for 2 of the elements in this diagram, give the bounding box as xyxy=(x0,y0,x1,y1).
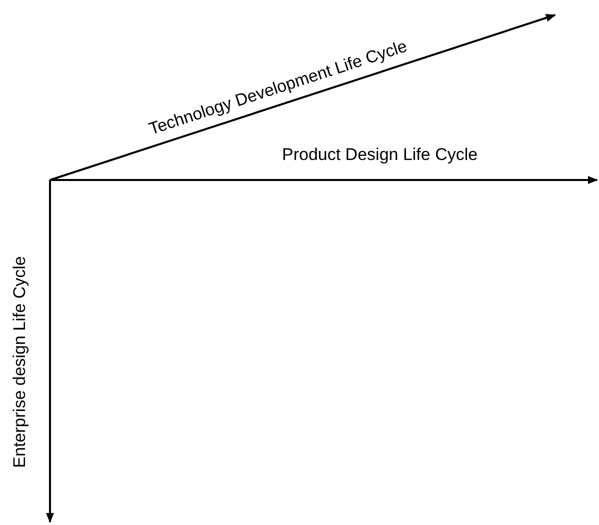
axis-label: Product Design Life Cycle xyxy=(282,145,478,165)
axis-label: Enterprise design Life Cycle xyxy=(10,256,30,468)
